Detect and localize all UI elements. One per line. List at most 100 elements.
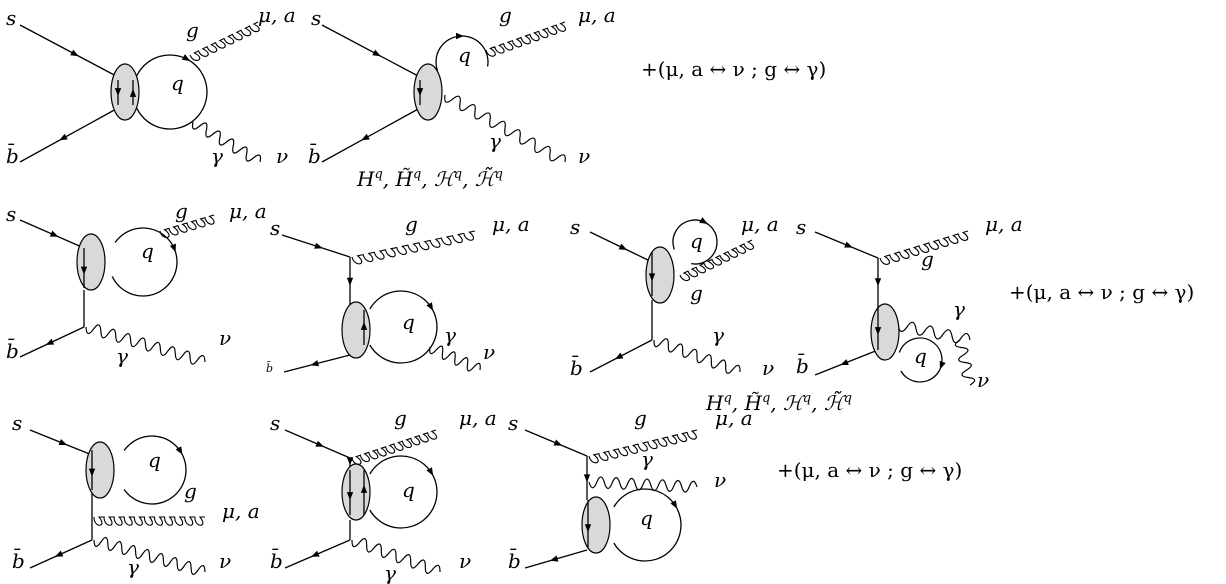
- arrow-head: [584, 524, 592, 533]
- photon-line: [85, 324, 206, 365]
- gluon-line: [351, 429, 438, 465]
- gluon-line: [485, 21, 566, 57]
- label-nu: ν: [219, 549, 231, 573]
- arrow-head: [426, 302, 434, 311]
- arrow-head: [360, 321, 368, 330]
- vertex-blob: [413, 63, 443, 121]
- label-gamma: γ: [489, 129, 501, 153]
- arrow-head: [80, 266, 88, 275]
- photon-line: [444, 94, 566, 163]
- label-gamma: γ: [641, 447, 653, 471]
- arrow-head: [129, 88, 137, 97]
- arrow-head: [670, 500, 678, 509]
- label-gamma: γ: [953, 297, 965, 321]
- photon-line: [653, 338, 741, 374]
- label-s: s: [6, 202, 16, 226]
- label-mu-a: μ, a: [741, 212, 779, 236]
- label-g: g: [184, 479, 197, 503]
- quark-loop: [111, 227, 178, 297]
- label-gamma: γ: [211, 144, 223, 168]
- photon-line: [429, 345, 481, 372]
- photon-line: [351, 538, 441, 574]
- label-g: g: [634, 406, 647, 430]
- arrow-head: [939, 360, 946, 370]
- label-s: s: [508, 411, 518, 435]
- quark-line-s: [19, 24, 119, 78]
- label-b-bar: b̄: [12, 548, 25, 573]
- arrow-head: [114, 88, 122, 97]
- quark-loop: [672, 219, 718, 265]
- arrow-head: [699, 217, 708, 224]
- label-g: g: [186, 18, 199, 42]
- swap-term: +(μ, a ↔ ν ; g ↔ γ): [1009, 280, 1194, 304]
- photon-line: [191, 121, 262, 163]
- arrow-head: [70, 49, 79, 57]
- label-mu-a: μ, a: [492, 212, 530, 236]
- label-s: s: [570, 215, 580, 239]
- label-mu-a: μ, a: [229, 199, 267, 223]
- label-nu: ν: [578, 144, 590, 168]
- arrow-head: [874, 278, 882, 287]
- label-b-bar: b̄: [270, 548, 283, 573]
- gluon-line: [189, 21, 260, 61]
- arrow-head: [456, 32, 464, 40]
- label-q: q: [402, 310, 415, 334]
- arrow-head: [169, 243, 176, 253]
- arrow-head: [360, 484, 368, 493]
- vertex-blob: [581, 496, 611, 554]
- arrow-head: [175, 446, 183, 455]
- arrow-head: [49, 230, 59, 237]
- vertex-blob: [85, 441, 115, 499]
- label-b-bar: b̄: [266, 362, 273, 375]
- label-mu-a: μ, a: [985, 212, 1023, 236]
- label-s: s: [270, 411, 280, 435]
- photon-line: [93, 537, 206, 575]
- label-s: s: [6, 6, 16, 30]
- distribution-functions-label: Hq, H̃q, ℋq, ℋ̃q: [356, 166, 503, 191]
- arrow-head: [314, 242, 323, 249]
- label-gamma: γ: [444, 323, 456, 347]
- label-q: q: [141, 239, 154, 263]
- label-b-bar: b̄: [570, 355, 583, 380]
- arrow-head: [844, 241, 853, 248]
- label-s: s: [796, 215, 806, 239]
- photon-line: [588, 476, 698, 493]
- gluon-line: [351, 230, 476, 265]
- arrow-head: [54, 550, 64, 557]
- arrow-head: [59, 133, 68, 141]
- label-b-bar: b̄: [6, 338, 19, 363]
- label-mu-a: μ, a: [578, 3, 616, 27]
- label-b-bar: b̄: [6, 143, 19, 168]
- arrow-head: [874, 327, 882, 336]
- quark-loop: [134, 54, 208, 130]
- gluon-line: [159, 214, 215, 238]
- photon-line: [897, 321, 971, 344]
- quark-line-s: [321, 24, 421, 78]
- label-gamma: γ: [116, 344, 128, 368]
- quark-line-b: [19, 107, 119, 163]
- vertex-blob: [110, 63, 140, 121]
- label-g: g: [394, 406, 407, 430]
- gluon-line: [679, 239, 754, 282]
- label-q: q: [690, 229, 703, 253]
- label-nu: ν: [714, 468, 726, 492]
- quark-line-b: [321, 107, 421, 163]
- vertex-blob: [76, 233, 106, 291]
- arrow-head: [315, 440, 324, 447]
- label-gamma: γ: [712, 323, 724, 347]
- arrow-head: [181, 54, 191, 61]
- label-g: g: [921, 247, 934, 271]
- quark-loop: [369, 290, 438, 364]
- arrow-head: [346, 492, 354, 501]
- vertex-blob: [341, 463, 371, 521]
- label-q: q: [402, 478, 415, 502]
- vertex-blob: [870, 303, 900, 361]
- label-gamma: γ: [127, 555, 139, 579]
- label-nu: ν: [977, 368, 989, 392]
- label-q: q: [171, 71, 184, 95]
- quark-loop: [898, 337, 943, 383]
- arrow-head: [88, 468, 96, 477]
- label-b-bar: b̄: [308, 143, 321, 168]
- arrow-head: [416, 88, 424, 97]
